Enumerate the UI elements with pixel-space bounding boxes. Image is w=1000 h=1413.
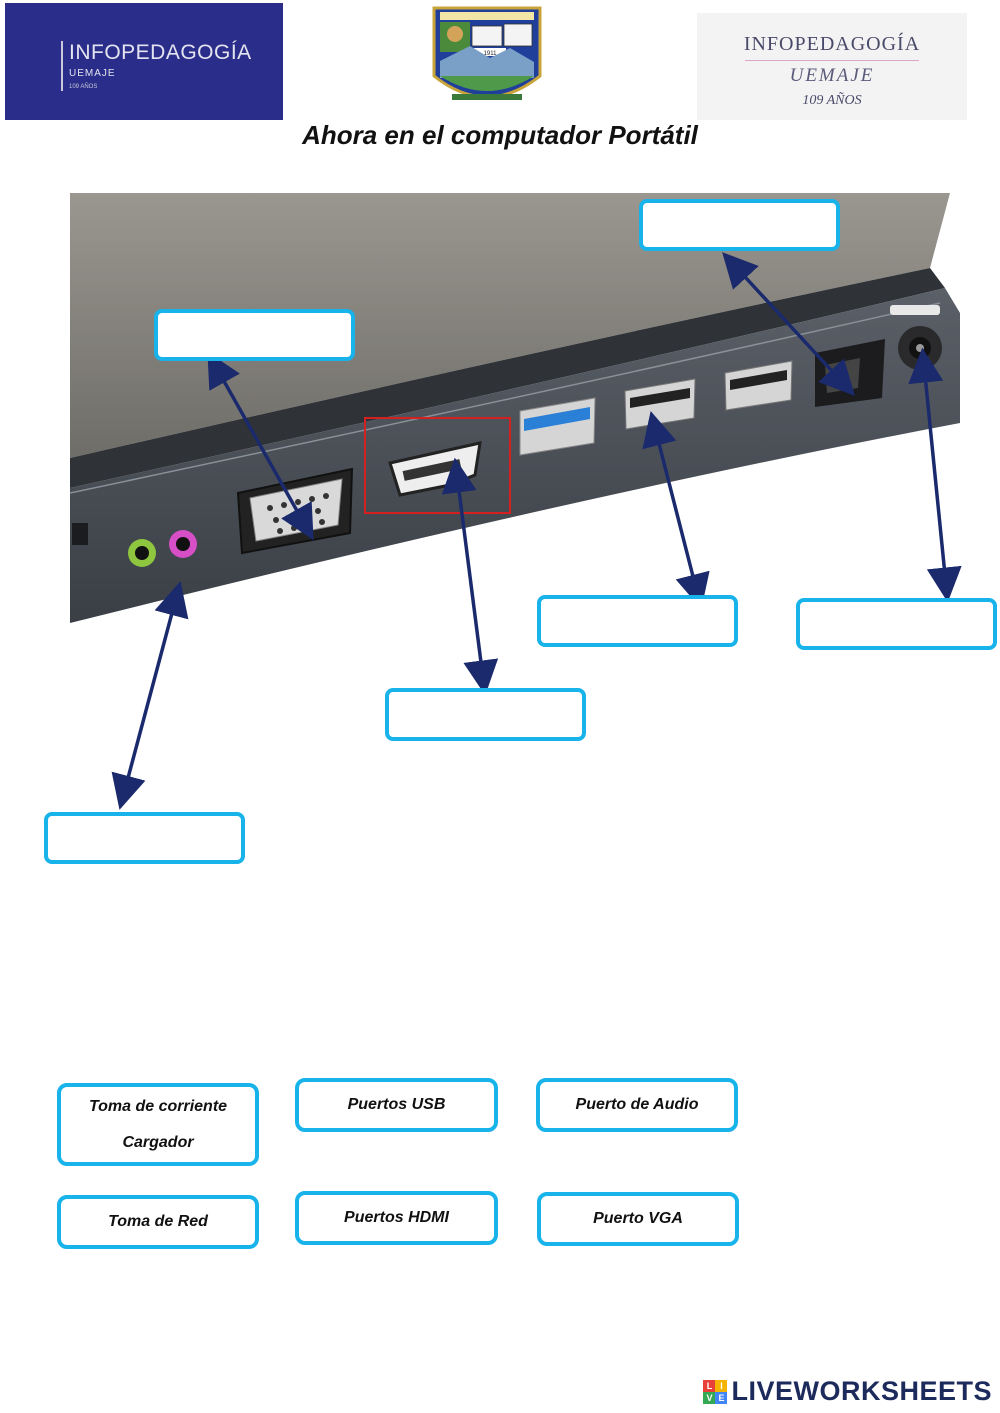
answer-toma-red[interactable]: Toma de Red <box>57 1195 259 1249</box>
logo-left-title: INFOPEDAGOGÍA <box>69 41 252 64</box>
logo-right-years: 109 AÑOS <box>802 93 862 108</box>
page-title: Ahora en el computador Portátil <box>302 120 698 150</box>
drop-zone-red[interactable] <box>639 199 840 251</box>
answer-puertos-hdmi-label: Puertos HDMI <box>344 1209 449 1226</box>
answer-puerto-vga-label: Puerto VGA <box>593 1210 683 1227</box>
drop-zone-power[interactable] <box>796 598 997 650</box>
crest-year: 1911 <box>484 51 498 57</box>
school-crest-icon: 1911 <box>432 6 542 100</box>
drop-zone-usb[interactable] <box>537 595 738 647</box>
answer-puertos-usb-label: Puertos USB <box>347 1096 446 1113</box>
answer-toma-corriente-line2: Cargador <box>122 1133 194 1151</box>
logo-right-divider <box>745 60 919 61</box>
logo-right-title: INFOPEDAGOGÍA <box>743 33 921 55</box>
drop-zone-hdmi[interactable] <box>385 688 586 741</box>
logo-left-years: 109 AÑOS <box>69 84 98 90</box>
answer-puerto-audio-label: Puerto de Audio <box>575 1096 699 1113</box>
drop-zone-audio[interactable] <box>44 812 245 864</box>
answer-puerto-audio[interactable]: Puerto de Audio <box>536 1078 738 1132</box>
drop-zone-vga[interactable] <box>154 309 355 361</box>
logo-divider <box>61 41 63 91</box>
infopedagogia-logo-right: INFOPEDAGOGÍA UEMAJE 109 AÑOS <box>697 13 967 120</box>
laptop-ports-photo <box>70 193 960 623</box>
answer-puertos-hdmi[interactable]: Puertos HDMI <box>295 1191 498 1245</box>
answer-toma-red-label: Toma de Red <box>108 1213 208 1230</box>
answer-toma-corriente-line1: Toma de corriente <box>88 1097 228 1115</box>
answer-puerto-vga[interactable]: Puerto VGA <box>537 1192 739 1246</box>
infopedagogia-logo-left: INFOPEDAGOGÍA UEMAJE 109 AÑOS <box>5 3 283 120</box>
logo-right-subtitle: UEMAJE <box>789 65 875 86</box>
logo-left-subtitle: UEMAJE <box>69 68 116 79</box>
answer-toma-corriente[interactable]: Toma de corriente Cargador <box>57 1083 259 1166</box>
liveworksheets-brand: LIVEWORKSHEETS <box>731 1376 992 1406</box>
answer-puertos-usb[interactable]: Puertos USB <box>295 1078 498 1132</box>
